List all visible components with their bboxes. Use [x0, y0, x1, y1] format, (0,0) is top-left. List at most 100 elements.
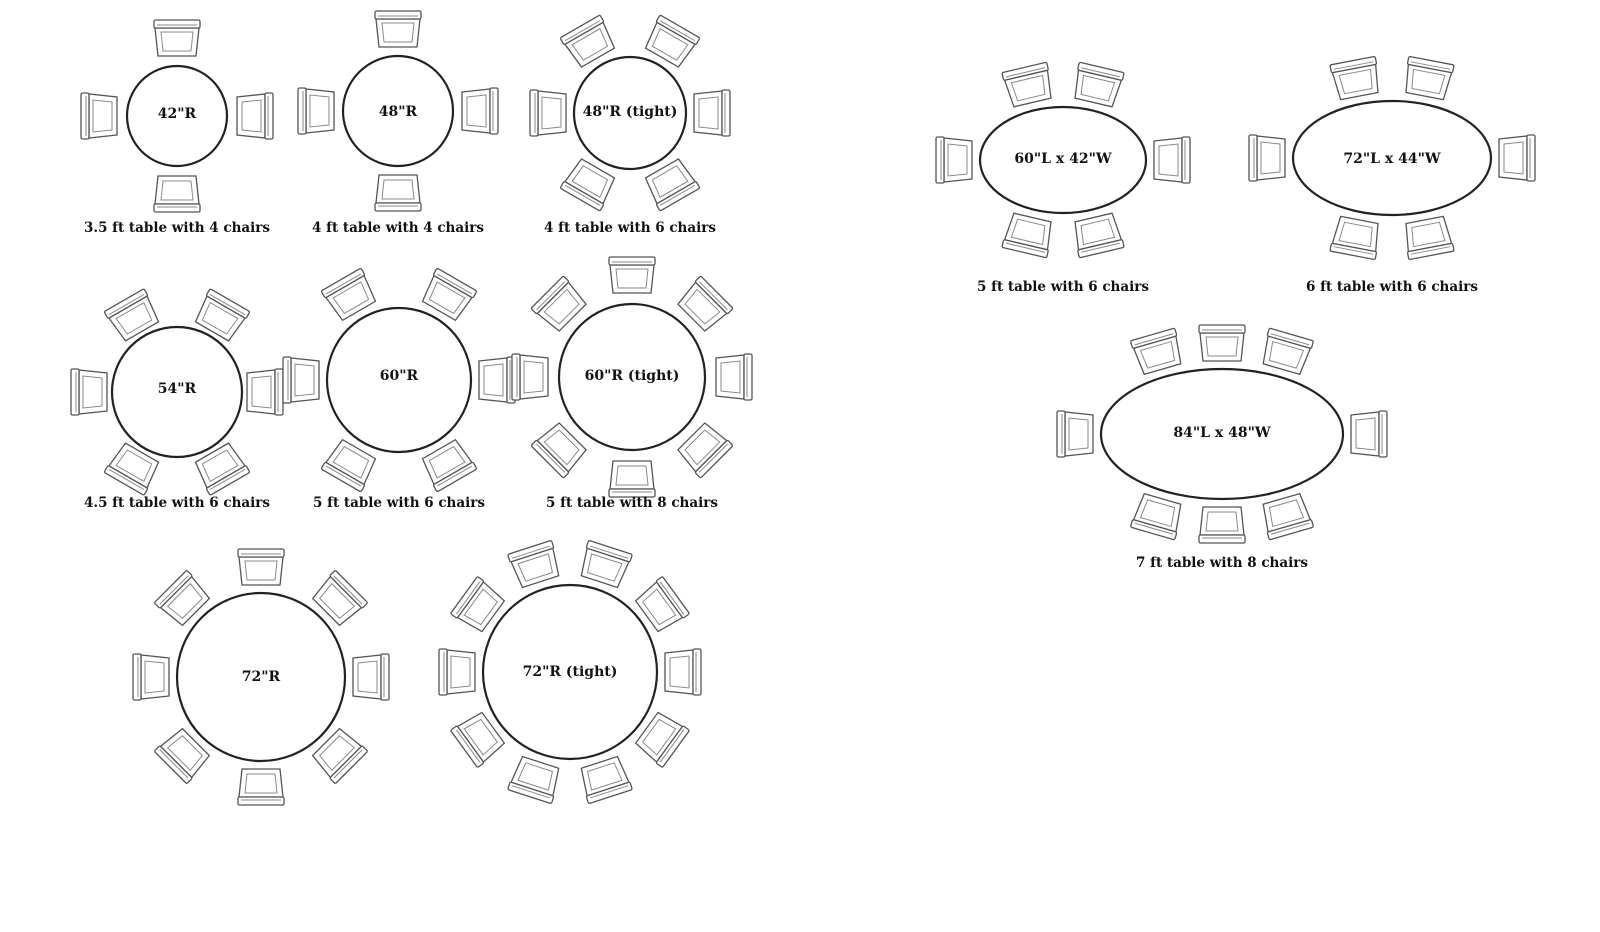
chair-icon: [529, 89, 567, 137]
chair-icon: [1153, 136, 1191, 184]
chair-icon: [450, 711, 506, 768]
chair-icon: [103, 442, 160, 496]
chair-icon: [507, 755, 560, 804]
chair-icon: [374, 174, 422, 212]
round-table: [481, 583, 659, 761]
round-table: [110, 325, 244, 459]
chair-icon: [352, 653, 390, 701]
table-caption: 5 ft table with 6 chairs: [977, 279, 1149, 295]
chair-icon: [194, 288, 251, 342]
chair-icon: [677, 275, 734, 332]
chair-icon: [154, 727, 211, 784]
chair-icon: [1001, 61, 1052, 108]
oval-table: [1291, 99, 1493, 217]
chair-icon: [664, 648, 702, 696]
table-layout-t5: 60"R 5 ft table with 6 chairs: [282, 267, 516, 511]
chair-icon: [644, 158, 701, 212]
table-size-label: 72"R: [242, 669, 281, 685]
round-table: [557, 302, 707, 452]
round-table: [175, 591, 347, 763]
chair-icon: [246, 368, 284, 416]
chair-icon: [421, 438, 478, 493]
chair-icon: [153, 19, 201, 57]
table-size-label: 42"R: [158, 106, 197, 122]
chair-icon: [935, 136, 973, 184]
chair-icon: [608, 460, 656, 498]
table-caption: 6 ft table with 6 chairs: [1306, 279, 1478, 295]
chair-icon: [461, 87, 499, 135]
chair-icon: [374, 10, 422, 48]
table-caption: 7 ft table with 8 chairs: [1136, 555, 1308, 571]
chair-icon: [1074, 212, 1125, 259]
chair-icon: [511, 353, 549, 401]
table-caption: 4 ft table with 6 chairs: [544, 220, 716, 236]
table-layout-t10: 72"L x 44"W 6 ft table with 6 chairs: [1248, 55, 1536, 295]
table-layout-t3: 48"R (tight) 4 ft table with 6 chairs: [529, 14, 731, 236]
chair-icon: [634, 576, 690, 633]
chair-icon: [1074, 61, 1125, 108]
table-layout-t1: 42"R 3.5 ft table with 4 chairs: [80, 19, 274, 236]
table-size-label: 48"R (tight): [583, 104, 678, 120]
round-table: [572, 55, 688, 171]
table-size-label: 84"L x 48"W: [1173, 425, 1270, 441]
chair-icon: [311, 727, 368, 784]
round-table: [341, 54, 455, 168]
chair-icon: [1056, 410, 1094, 458]
chair-icon: [1262, 327, 1314, 376]
chair-icon: [450, 576, 506, 633]
chair-icon: [608, 256, 656, 294]
chair-icon: [70, 368, 108, 416]
chair-icon: [282, 356, 320, 404]
chair-icon: [236, 92, 274, 140]
table-caption: 5 ft table with 6 chairs: [313, 495, 485, 511]
table-size-label: 48"R: [379, 104, 418, 120]
table-layout-t8: 72"R (tight): [438, 540, 702, 804]
table-layout-t6: 60"R (tight) 5 ft table with 8 chairs: [511, 256, 753, 511]
chair-icon: [297, 87, 335, 135]
chair-icon: [1001, 212, 1052, 259]
chair-icon: [237, 768, 285, 806]
chair-icon: [154, 570, 211, 627]
table-size-label: 60"R (tight): [585, 368, 680, 384]
chair-icon: [1262, 492, 1314, 541]
table-size-label: 60"L x 42"W: [1014, 151, 1111, 167]
chair-icon: [507, 540, 560, 589]
table-layout-t4: 54"R 4.5 ft table with 6 chairs: [70, 288, 284, 511]
chair-icon: [320, 438, 377, 493]
chair-icon: [559, 14, 616, 68]
chair-icon: [634, 711, 690, 768]
chair-icon: [311, 570, 368, 627]
chair-icon: [194, 442, 251, 496]
chair-icon: [530, 422, 587, 479]
table-layout-t11: 84"L x 48"W 7 ft table with 8 chairs: [1056, 324, 1388, 571]
round-table: [325, 306, 473, 454]
chair-icon: [715, 353, 753, 401]
round-table: [125, 64, 229, 168]
chair-icon: [153, 175, 201, 213]
chair-icon: [677, 422, 734, 479]
table-size-label: 60"R: [380, 368, 419, 384]
chair-icon: [580, 755, 633, 804]
table-layout-t2: 48"R4 ft table with 4 chairs: [297, 10, 499, 236]
table-size-label: 72"R (tight): [523, 664, 618, 680]
chair-icon: [644, 14, 701, 68]
chair-icon: [559, 158, 616, 212]
chair-icon: [80, 92, 118, 140]
chair-icon: [478, 356, 516, 404]
chair-icon: [1198, 324, 1246, 362]
chair-icon: [320, 267, 377, 322]
table-size-label: 72"L x 44"W: [1343, 151, 1440, 167]
table-caption: 3.5 ft table with 4 chairs: [84, 220, 270, 236]
chair-icon: [132, 653, 170, 701]
chair-icon: [693, 89, 731, 137]
chair-icon: [1350, 410, 1388, 458]
table-caption: 5 ft table with 8 chairs: [546, 495, 718, 511]
chair-icon: [1498, 134, 1536, 182]
chair-icon: [103, 288, 160, 342]
chair-icon: [237, 548, 285, 586]
table-caption: 4.5 ft table with 6 chairs: [84, 495, 270, 511]
chair-icon: [1130, 327, 1182, 376]
oval-table: [1099, 367, 1345, 501]
table-size-label: 54"R: [158, 381, 197, 397]
